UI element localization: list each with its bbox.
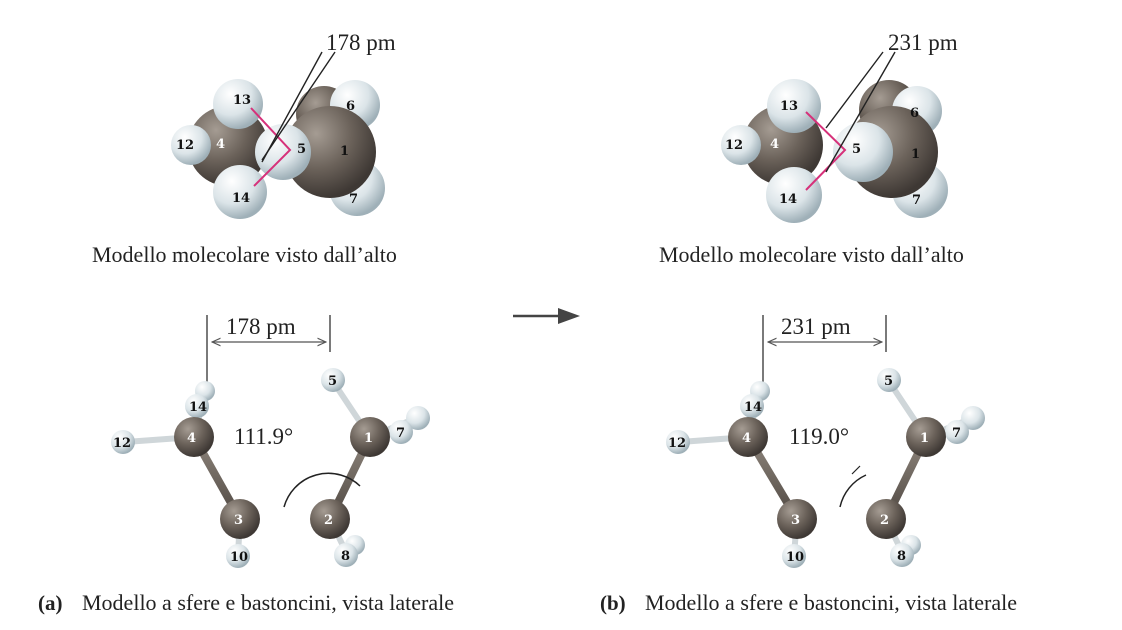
panel-a-space-filling-model: 12 4 13 14 5 1 6 7 178 pm Modello moleco… <box>92 30 397 267</box>
panel-a-hydrogen-10-ball <box>226 544 250 568</box>
panel-b-top-label-1: 1 <box>911 147 920 162</box>
panel-b-angle-arc <box>839 474 867 508</box>
panel-a-carbon-1-ball <box>350 417 390 457</box>
panel-a-side-label-7: 7 <box>396 426 405 441</box>
panel-b-hydrogen-10-ball <box>782 544 806 568</box>
panel-b-carbon-4-ball <box>728 417 768 457</box>
panel-b-side-label-7: 7 <box>952 426 961 441</box>
panel-b-hydrogen-12-ball <box>666 430 690 454</box>
panel-b-hydrogen-7-ball <box>945 420 969 444</box>
panel-a-hydrogen-5-sphere <box>255 124 311 180</box>
panel-a-top-label-4: 4 <box>216 137 225 152</box>
panel-a-top-label-1: 1 <box>340 144 349 159</box>
panel-a-top-label-14: 14 <box>232 191 250 206</box>
panel-a-ball-stick-model: 178 pm 111.9° 12 14 4 5 1 <box>38 314 454 615</box>
panel-a-hh-highlight <box>250 107 292 187</box>
panel-b-top-caption: Modello molecolare visto dall’alto <box>659 242 964 267</box>
panel-a-side-label-10: 10 <box>230 550 248 565</box>
panel-b-angle: 119.0° <box>789 424 849 449</box>
panel-a-carbon-4-ball <box>174 417 214 457</box>
panel-b-carbon-2-ball <box>866 499 906 539</box>
panel-a-side-label-2: 2 <box>324 513 333 528</box>
panel-a-top-caption: Modello molecolare visto dall’alto <box>92 242 397 267</box>
panel-a-top-distance: 178 pm <box>326 30 396 55</box>
panel-b-top-label-14: 14 <box>779 192 797 207</box>
panel-b-hydrogen-5-sphere <box>833 122 893 182</box>
panel-a-carbon-3-ball <box>220 499 260 539</box>
panel-b-side-label-4: 4 <box>742 431 751 446</box>
panel-b-hydrogen-12-sphere <box>721 125 761 165</box>
panel-b-side-label-5: 5 <box>884 374 893 389</box>
panel-b-hydrogen-8-ball <box>890 543 914 567</box>
panel-a-top-label-12: 12 <box>176 138 194 153</box>
panel-a-hydrogen-7-ball <box>389 420 413 444</box>
panel-b-side-distance: 231 pm <box>781 314 851 339</box>
panel-b-top-label-12: 12 <box>725 138 743 153</box>
panel-a-angle: 111.9° <box>234 424 293 449</box>
panel-b-top-label-4: 4 <box>770 137 779 152</box>
panel-a-top-label-13: 13 <box>233 93 251 108</box>
panel-b-side-label-2: 2 <box>880 513 889 528</box>
panel-a-top-label-5: 5 <box>297 142 306 157</box>
panel-a-side-label-5: 5 <box>328 374 337 389</box>
panel-b-top-label-13: 13 <box>780 99 798 114</box>
panel-a-side-label-4: 4 <box>187 431 196 446</box>
panel-a-carbon-2-ball <box>310 499 350 539</box>
panel-a-carbon-1-sphere <box>284 106 376 198</box>
panel-b-space-filling-model: 12 4 13 14 5 1 6 7 231 pm Modello moleco… <box>659 30 964 267</box>
panel-b-side-label-3: 3 <box>791 513 800 528</box>
panel-b-hydrogen-14-ball <box>740 394 764 418</box>
panel-b-hydrogen-14-sphere <box>766 167 822 223</box>
panel-b-hh-highlight <box>805 111 847 191</box>
panel-b-top-label-7: 7 <box>912 193 921 208</box>
panel-b-side-label-12: 12 <box>668 436 686 451</box>
panel-b-top-label-5: 5 <box>852 142 861 157</box>
panel-a-side-label-1: 1 <box>364 431 373 446</box>
panel-a-hydrogen-12-ball <box>111 430 135 454</box>
panel-b-top-label-6: 6 <box>910 106 919 121</box>
panel-b-top-distance: 231 pm <box>888 30 958 55</box>
panel-a-angle-arc <box>283 472 361 508</box>
panel-a-hydrogen-14-ball <box>185 394 209 418</box>
panel-a-part-label: (a) <box>38 591 63 615</box>
panel-b-hydrogen-5-ball <box>877 368 901 392</box>
transition-arrow <box>513 308 580 324</box>
panel-a-top-label-7: 7 <box>349 192 358 207</box>
panel-b-carbon-3-ball <box>777 499 817 539</box>
panel-a-hydrogen-5-ball <box>321 368 345 392</box>
panel-b-side-label-8: 8 <box>897 549 906 564</box>
panel-b-side-label-10: 10 <box>786 550 804 565</box>
panel-a-hydrogen-14-sphere <box>213 165 267 219</box>
panel-a-side-label-14: 14 <box>189 400 207 415</box>
panel-b-bottom-caption: Modello a sfere e bastoncini, vista late… <box>645 590 1017 615</box>
panel-b-hydrogen-13-sphere <box>767 79 821 133</box>
panel-a-hydrogen-13-sphere <box>213 79 263 129</box>
panel-a-side-distance: 178 pm <box>226 314 296 339</box>
panel-b-side-label-14: 14 <box>744 400 762 415</box>
panel-a-side-label-3: 3 <box>234 513 243 528</box>
panel-b-ball-stick-model: 231 pm 119.0° 12 14 4 5 1 <box>600 314 1017 615</box>
panel-a-side-label-8: 8 <box>341 549 350 564</box>
panel-a-top-label-6: 6 <box>346 99 355 114</box>
panel-b-side-label-1: 1 <box>920 431 929 446</box>
panel-b-carbon-1-ball <box>906 417 946 457</box>
panel-a-side-label-12: 12 <box>113 436 131 451</box>
panel-a-hydrogen-8-ball <box>334 543 358 567</box>
panel-a-bottom-caption: Modello a sfere e bastoncini, vista late… <box>82 590 454 615</box>
panel-b-part-label: (b) <box>600 591 626 615</box>
